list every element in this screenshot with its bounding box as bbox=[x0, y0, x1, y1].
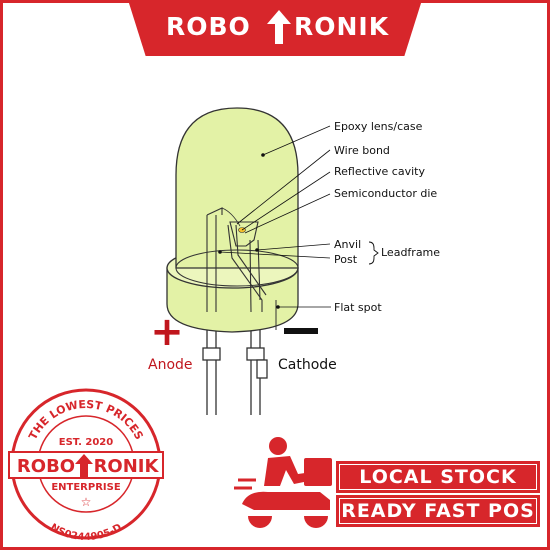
brand-name-left: ROBO bbox=[166, 12, 251, 41]
delivery-scooter-icon bbox=[234, 437, 332, 528]
local-stock-badge: LOCAL STOCK bbox=[336, 461, 540, 493]
plus-sign: + bbox=[150, 309, 184, 355]
ready-fast-pos-text: READY FAST POS bbox=[341, 500, 535, 522]
minus-sign bbox=[284, 328, 318, 334]
stamp-star-icon: ☆ bbox=[81, 495, 92, 509]
brand-name-right: RONIK bbox=[294, 12, 390, 41]
stamp-arrow-icon bbox=[75, 454, 93, 477]
cathode-lead bbox=[246, 322, 268, 415]
label-leadframe: Leadframe bbox=[381, 246, 440, 259]
label-semiconductor-die: Semiconductor die bbox=[334, 187, 437, 200]
label-anode: Anode bbox=[148, 357, 193, 373]
stamp-est: EST. 2020 bbox=[59, 437, 113, 448]
stamp-bottom-arc: NS0244905-D bbox=[48, 522, 124, 540]
stamp-brand-right: RONIK bbox=[94, 456, 160, 477]
svg-text:NS0244905-D: NS0244905-D bbox=[48, 522, 124, 540]
ready-fast-pos-badge: READY FAST POS bbox=[336, 495, 540, 527]
label-cathode: Cathode bbox=[278, 357, 337, 373]
label-wire-bond: Wire bond bbox=[334, 144, 390, 157]
label-anvil: Anvil bbox=[334, 238, 361, 251]
leader-dots bbox=[218, 153, 280, 309]
label-reflective-cavity: Reflective cavity bbox=[334, 165, 425, 178]
label-flat-spot: Flat spot bbox=[334, 301, 382, 314]
label-post: Post bbox=[334, 253, 358, 266]
enterprise-stamp: THE LOWEST PRICES EST. 2020 ROBO RONIK E… bbox=[8, 388, 164, 540]
anode-lead bbox=[202, 330, 221, 415]
leader-lines bbox=[219, 125, 379, 308]
local-stock-text: LOCAL STOCK bbox=[359, 466, 517, 488]
brand-arrow-icon bbox=[267, 10, 291, 44]
stamp-enterprise: ENTERPRISE bbox=[51, 482, 121, 493]
stamp-brand-left: ROBO bbox=[17, 456, 75, 477]
label-epoxy-lens: Epoxy lens/case bbox=[334, 120, 423, 133]
